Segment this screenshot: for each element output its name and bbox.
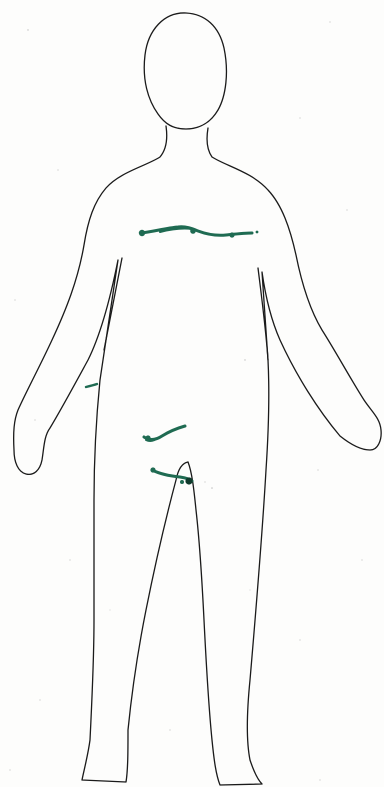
groin-stroke-dot-3 <box>180 480 184 484</box>
left-side-tick-stroke-0 <box>86 384 97 387</box>
chest-band-dot-5 <box>256 231 259 234</box>
marker-annotations <box>86 227 258 485</box>
paper-speckles <box>9 21 362 780</box>
lower-abdomen-stroke-mark <box>144 426 185 441</box>
groin-stroke-mark <box>150 467 192 484</box>
left-side-tick-mark <box>86 384 97 387</box>
groin-stroke-dot-2 <box>185 477 192 484</box>
chest-band-dot-2 <box>139 230 145 236</box>
chest-band-stroke-0 <box>141 227 252 235</box>
body-right-contour <box>188 128 381 785</box>
chest-band-dot-3 <box>190 228 196 234</box>
lower-abdomen-stroke-dot-2 <box>145 435 150 440</box>
head-outline <box>144 13 226 129</box>
chest-band-dot-4 <box>229 232 234 237</box>
chest-band-mark <box>139 227 259 238</box>
body-outline <box>14 13 382 785</box>
left-inner-arm <box>104 258 122 350</box>
body-left-contour <box>14 126 188 782</box>
groin-stroke-dot-1 <box>150 467 155 472</box>
